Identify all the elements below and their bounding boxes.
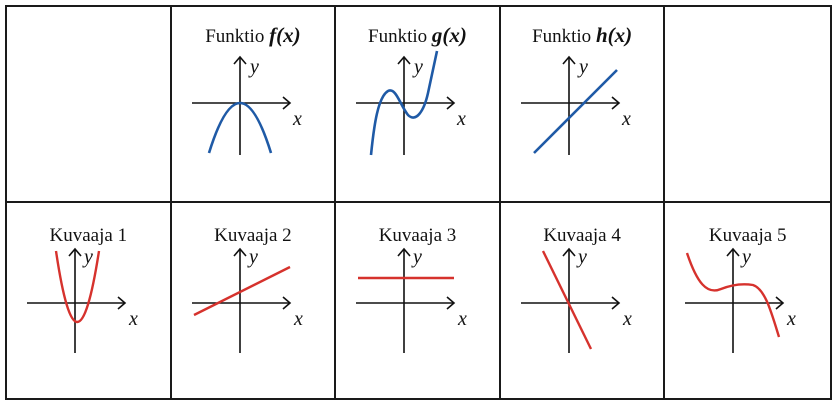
graph-caption-2: Kuvaaja 2 — [214, 224, 292, 246]
y-axis-label: y — [82, 246, 93, 268]
graph-cell-3: Kuvaaja 3 x y — [336, 202, 501, 398]
x-axis-arrow — [282, 295, 291, 310]
x-axis-label: x — [457, 308, 467, 330]
function-cell-g: Funktio g(x) x y — [336, 7, 501, 203]
graph-plot-4: x y — [520, 246, 632, 353]
graph-curve-1 — [54, 250, 101, 323]
y-axis-arrow — [726, 247, 740, 257]
graph-plot-2: x y — [191, 246, 303, 353]
y-axis-arrow — [397, 247, 411, 257]
graph-caption-3: Kuvaaja 3 — [378, 224, 457, 246]
function-plot-h: x y — [520, 55, 631, 155]
graph-cell-5: Kuvaaja 5 x y — [665, 203, 830, 399]
x-axis-arrow — [446, 295, 456, 310]
y-axis-arrow — [68, 247, 82, 257]
graph-caption-1: Kuvaaja 1 — [49, 224, 128, 246]
graph-plot-5: x y — [685, 246, 796, 353]
graph-plot-3: x y — [356, 246, 467, 353]
empty-cell-left — [7, 7, 172, 203]
function-curve-g — [369, 50, 439, 156]
function-curve-f — [207, 101, 272, 154]
graph-cell-2: Kuvaaja 2 x y — [172, 202, 337, 398]
graph-curve-5 — [686, 252, 781, 337]
x-axis-label: x — [292, 108, 302, 130]
y-axis-arrow — [232, 55, 247, 65]
empty-cell-right — [665, 7, 830, 203]
function-cell-f: Funktio f(x) x y — [171, 7, 337, 203]
graph-cell-4: Kuvaaja 4 x y — [501, 202, 666, 398]
y-axis-arrow — [232, 247, 247, 257]
x-axis-arrow — [775, 295, 785, 310]
graph-caption-4: Kuvaaja 4 — [543, 224, 621, 246]
graph-curve-4 — [541, 249, 592, 350]
y-axis-label: y — [576, 246, 587, 268]
function-plot-f: x y — [191, 55, 302, 155]
function-curve-h — [532, 69, 618, 154]
graph-plot-1: x y — [27, 246, 138, 353]
x-axis-arrow — [282, 96, 291, 110]
y-axis-label: y — [247, 246, 258, 268]
y-axis-arrow — [562, 247, 576, 257]
graph-curve-2 — [193, 265, 291, 316]
x-axis-label: x — [456, 108, 466, 130]
function-plot-g: x y — [356, 50, 466, 156]
x-axis-label: x — [786, 308, 796, 330]
x-axis-label: x — [293, 308, 303, 330]
function-caption-f: Funktio f(x) — [205, 23, 301, 47]
function-caption-h: Funktio h(x) — [532, 23, 633, 47]
y-axis-arrow — [562, 55, 576, 65]
x-axis-arrow — [446, 96, 456, 110]
y-axis-label: y — [248, 56, 259, 78]
graph-caption-5: Kuvaaja 5 — [708, 224, 787, 246]
x-axis-arrow — [611, 295, 621, 310]
x-axis-label: x — [128, 308, 138, 330]
y-axis-label: y — [411, 246, 422, 268]
function-caption-g: Funktio g(x) — [368, 23, 467, 47]
x-axis-label: x — [622, 308, 632, 330]
x-axis-label: x — [621, 108, 631, 130]
y-axis-label: y — [577, 56, 588, 78]
x-axis-arrow — [117, 295, 127, 310]
function-cell-h: Funktio h(x) x y — [500, 7, 666, 203]
y-axis-label: y — [740, 246, 751, 268]
y-axis-label: y — [412, 56, 423, 78]
y-axis-arrow — [397, 55, 411, 65]
graph-cell-1: Kuvaaja 1 x y — [7, 202, 172, 398]
matching-table: Funktio f(x) x y Funktio g(x) x y Funkti… — [5, 5, 832, 400]
x-axis-arrow — [611, 96, 621, 110]
